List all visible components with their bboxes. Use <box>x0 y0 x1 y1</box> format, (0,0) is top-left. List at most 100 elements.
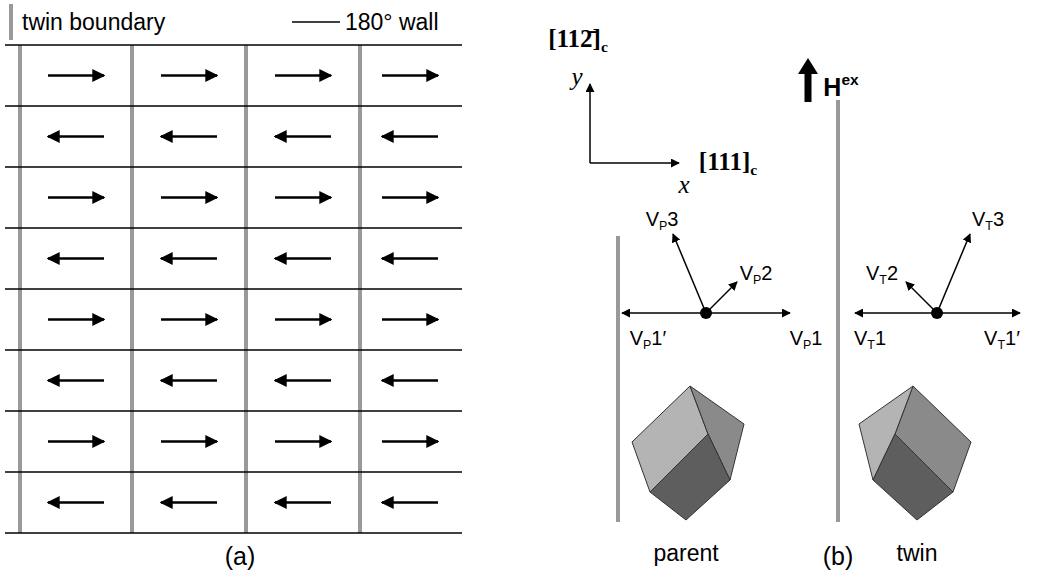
magnetization-arrow <box>161 257 217 260</box>
twin-rhombohedron <box>859 386 971 520</box>
label-text: parent <box>653 540 718 566</box>
label-text: c <box>601 38 608 55</box>
magnetization-arrow <box>382 257 438 260</box>
label-text: 2 <box>887 262 898 284</box>
magnetization-arrow <box>48 318 104 321</box>
label: VT1′ <box>984 328 1020 351</box>
label: VP1 <box>790 328 823 351</box>
label-text: H <box>823 73 841 101</box>
label-text: twin <box>897 540 938 566</box>
magnetization-arrow <box>275 440 331 443</box>
magnetization-arrow <box>382 501 438 504</box>
twin-boundary <box>836 100 840 522</box>
magnetization-arrow <box>382 379 438 382</box>
label-text: T <box>997 338 1005 352</box>
domain-wall <box>5 288 462 289</box>
label-text: [112̄] <box>548 25 601 52</box>
label-text: (b) <box>823 542 854 570</box>
label-text: 2 <box>761 262 772 284</box>
label: VT3 <box>972 209 1004 232</box>
magnetization-arrow <box>275 379 331 382</box>
label-text: (a) <box>225 542 256 570</box>
label: [111]c <box>699 149 757 177</box>
label: VT2 <box>866 263 898 286</box>
parent-rhombohedron <box>632 386 744 520</box>
label-text: 1 <box>811 327 822 349</box>
magnetization-arrow <box>161 135 217 138</box>
magnetization-arrow <box>382 440 438 443</box>
magnetization-arrow <box>48 440 104 443</box>
domain-grid <box>5 45 462 533</box>
label-text: 1′ <box>651 327 666 349</box>
magnetization-arrow <box>161 440 217 443</box>
label-text: V <box>854 327 867 349</box>
label-text: c <box>750 161 757 178</box>
twin-vectors <box>855 234 1020 319</box>
label-text: V <box>984 327 997 349</box>
magnetization-arrow <box>382 74 438 77</box>
label-text: V <box>790 327 803 349</box>
magnetization-arrow <box>48 196 104 199</box>
label: VP3 <box>646 209 679 232</box>
magnetization-arrow <box>161 379 217 382</box>
magnetization-arrow <box>161 196 217 199</box>
label: VP1′ <box>630 328 666 351</box>
domain-wall <box>5 410 462 411</box>
label-text: [111] <box>699 148 750 175</box>
domain-wall <box>5 349 462 350</box>
magnetization-arrow <box>161 501 217 504</box>
magnetization-arrow <box>275 74 331 77</box>
label-text: 3 <box>993 208 1004 230</box>
label-text: V <box>646 208 659 230</box>
label-text: V <box>740 262 753 284</box>
magnetization-arrow <box>275 318 331 321</box>
magnetization-arrow <box>275 501 331 504</box>
label-text: P <box>643 338 651 352</box>
domain-wall <box>5 532 462 533</box>
label-text: V <box>866 262 879 284</box>
label: Hex <box>823 72 858 100</box>
legend-sample-twin <box>9 4 13 40</box>
label-text: T <box>985 219 993 233</box>
domain-wall <box>5 44 462 45</box>
magnetization-arrow <box>48 257 104 260</box>
label: VP2 <box>740 263 773 286</box>
label: parent <box>653 542 718 565</box>
label-text: 1 <box>875 327 886 349</box>
label: VT1 <box>854 328 886 351</box>
legend-text: twin boundary <box>22 11 165 34</box>
magnetization-arrow <box>275 257 331 260</box>
magnetization-arrow <box>161 74 217 77</box>
label-text: V <box>630 327 643 349</box>
label: x <box>678 172 689 197</box>
magnetization-arrow <box>275 196 331 199</box>
magnetization-arrow <box>382 135 438 138</box>
label-text: x <box>678 171 689 198</box>
label-text: 3 <box>667 208 678 230</box>
label: [112̄]c <box>548 26 608 54</box>
domain-wall <box>5 471 462 472</box>
magnetization-arrow <box>382 196 438 199</box>
parent-vectors <box>622 234 790 319</box>
magnetization-arrow <box>382 318 438 321</box>
field-arrow <box>798 58 818 102</box>
label: twin <box>897 542 938 565</box>
label-text: T <box>867 338 875 352</box>
magnetization-arrow <box>48 379 104 382</box>
legend-sample-wall <box>292 21 340 23</box>
label-text: P <box>753 273 761 287</box>
label: y <box>571 64 582 89</box>
label-text: P <box>659 219 667 233</box>
label: (b) <box>823 544 854 569</box>
label-text: ex <box>841 71 858 88</box>
domain-wall <box>5 227 462 228</box>
legend-text: 180° wall <box>345 11 439 34</box>
magnetization-arrow <box>48 135 104 138</box>
label: (a) <box>225 544 256 569</box>
label-text: V <box>972 208 985 230</box>
twin-boundary <box>616 236 620 522</box>
label-text: T <box>879 273 887 287</box>
label-text: P <box>803 338 811 352</box>
magnetization-arrow <box>161 318 217 321</box>
